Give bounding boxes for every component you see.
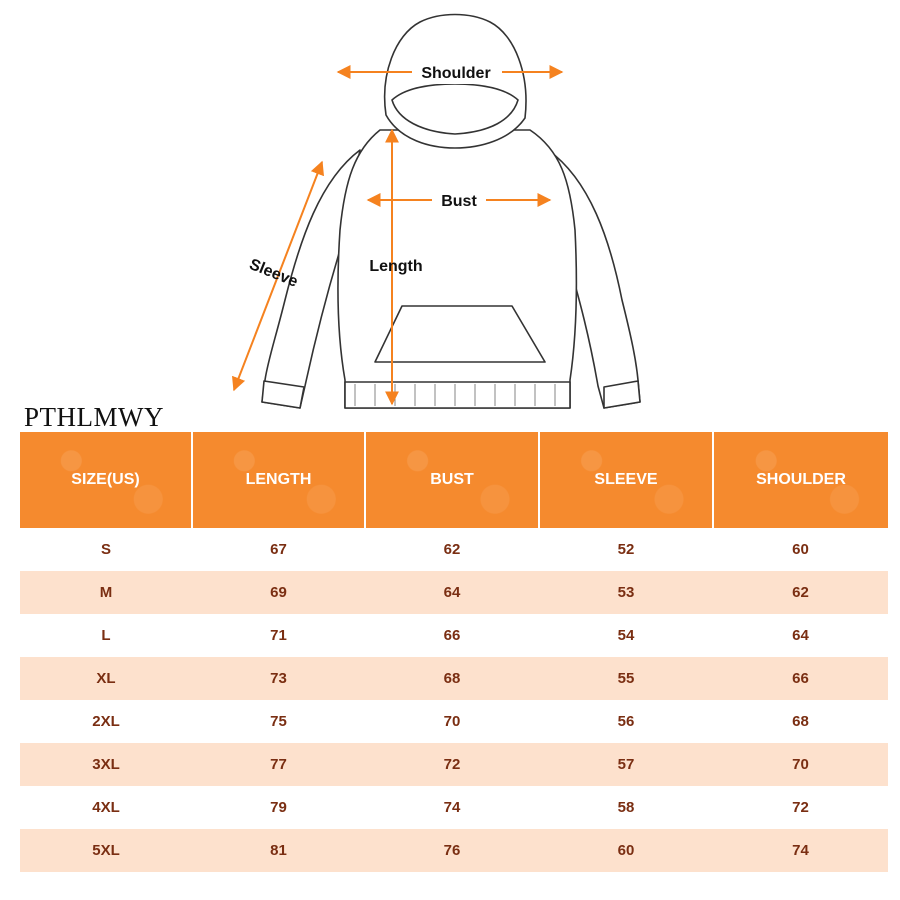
cell-length: 69: [192, 571, 365, 614]
cell-bust: 68: [365, 657, 539, 700]
cell-sleeve: 53: [539, 571, 713, 614]
table-row: 3XL 77 72 57 70: [20, 743, 888, 786]
hoodie-measurement-diagram: Shoulder Bust Length Sleeve: [232, 13, 641, 409]
cell-bust: 66: [365, 614, 539, 657]
cell-shoulder: 66: [713, 657, 888, 700]
cell-sleeve: 54: [539, 614, 713, 657]
cell-sleeve: 58: [539, 786, 713, 829]
cell-size: XL: [20, 657, 192, 700]
table-header-row: SIZE(US) LENGTH BUST SLEEVE SHOULDER: [20, 432, 888, 528]
cell-bust: 74: [365, 786, 539, 829]
header-sleeve: SLEEVE: [539, 432, 714, 528]
ribbing-lines: [354, 384, 556, 406]
cell-length: 73: [192, 657, 365, 700]
cell-length: 71: [192, 614, 365, 657]
cell-sleeve: 60: [539, 829, 713, 872]
cell-size: 5XL: [20, 829, 192, 872]
header-size: SIZE(US): [20, 432, 193, 528]
sleeve-arrow: [232, 160, 324, 392]
header-length: LENGTH: [192, 432, 366, 528]
table-row: M 69 64 53 62: [20, 571, 888, 614]
cell-bust: 64: [365, 571, 539, 614]
cell-size: 3XL: [20, 743, 192, 786]
length-label: Length: [369, 258, 422, 275]
cell-length: 75: [192, 700, 365, 743]
cell-size: 4XL: [20, 786, 192, 829]
cell-length: 81: [192, 829, 365, 872]
table-row: 2XL 75 70 56 68: [20, 700, 888, 743]
cell-sleeve: 55: [539, 657, 713, 700]
cell-sleeve: 57: [539, 743, 713, 786]
cell-bust: 72: [365, 743, 539, 786]
table-row: L 71 66 54 64: [20, 614, 888, 657]
cell-size: M: [20, 571, 192, 614]
cell-shoulder: 60: [713, 528, 888, 571]
table-row: XL 73 68 55 66: [20, 657, 888, 700]
header-shoulder: SHOULDER: [713, 432, 888, 528]
cell-bust: 62: [365, 528, 539, 571]
cell-shoulder: 68: [713, 700, 888, 743]
table-row: 4XL 79 74 58 72: [20, 786, 888, 829]
cell-length: 67: [192, 528, 365, 571]
cell-length: 79: [192, 786, 365, 829]
size-chart-table: SIZE(US) LENGTH BUST SLEEVE SHOULDER S 6…: [20, 432, 888, 872]
cell-sleeve: 52: [539, 528, 713, 571]
cell-size: L: [20, 614, 192, 657]
cell-sleeve: 56: [539, 700, 713, 743]
cell-shoulder: 64: [713, 614, 888, 657]
cell-shoulder: 74: [713, 829, 888, 872]
cell-shoulder: 62: [713, 571, 888, 614]
measurement-arrows: [232, 65, 564, 406]
table-row: S 67 62 52 60: [20, 528, 888, 571]
bust-label: Bust: [441, 193, 477, 210]
cell-length: 77: [192, 743, 365, 786]
header-bust: BUST: [365, 432, 540, 528]
cell-bust: 76: [365, 829, 539, 872]
table-row: 5XL 81 76 60 74: [20, 829, 888, 872]
shoulder-label: Shoulder: [421, 65, 490, 82]
cell-bust: 70: [365, 700, 539, 743]
brand-name: PTHLMWY: [24, 402, 164, 432]
cell-shoulder: 72: [713, 786, 888, 829]
cell-shoulder: 70: [713, 743, 888, 786]
cell-size: S: [20, 528, 192, 571]
cell-size: 2XL: [20, 700, 192, 743]
